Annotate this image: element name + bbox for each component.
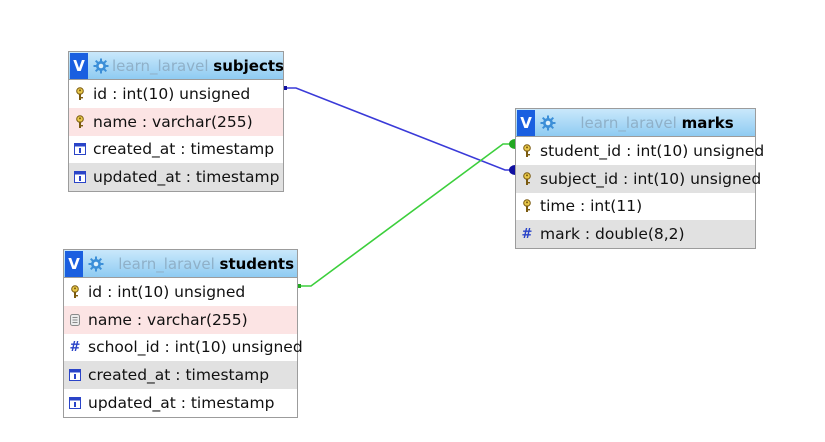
column-row[interactable]: name : varchar(255) bbox=[64, 305, 297, 334]
key-icon bbox=[68, 285, 82, 299]
column-label: id : int(10) unsigned bbox=[88, 282, 246, 301]
table-title: learn_laravel subjects bbox=[112, 57, 283, 75]
column-label: student_id : int(10) unsigned bbox=[540, 141, 765, 160]
table-name: marks bbox=[681, 113, 734, 132]
key-icon bbox=[520, 144, 534, 158]
key-icon bbox=[520, 199, 534, 213]
column-label: updated_at : timestamp bbox=[93, 168, 280, 187]
column-label: time : int(11) bbox=[540, 197, 643, 216]
column-row[interactable]: id : int(10) unsigned bbox=[69, 80, 283, 108]
column-row[interactable]: updated_at : timestamp bbox=[69, 163, 283, 192]
column-label: created_at : timestamp bbox=[88, 366, 270, 385]
column-row[interactable]: subject_id : int(10) unsigned bbox=[516, 164, 761, 193]
column-label: subject_id : int(10) unsigned bbox=[540, 169, 762, 188]
column-label: name : varchar(255) bbox=[93, 112, 253, 131]
table-title: learn_laravel students bbox=[107, 255, 297, 273]
gear-icon[interactable] bbox=[85, 253, 107, 275]
text-field-icon bbox=[68, 313, 82, 327]
database-name: learn_laravel bbox=[580, 113, 677, 132]
gear-icon[interactable] bbox=[90, 55, 112, 77]
table-title: learn_laravel marks bbox=[559, 114, 755, 132]
table-name: students bbox=[219, 254, 294, 273]
table-marks[interactable]: V learn_laravel marks student_id : int(1… bbox=[515, 108, 764, 250]
number-icon: # bbox=[521, 226, 533, 242]
key-icon bbox=[73, 114, 87, 129]
column-row[interactable]: time : int(11) bbox=[516, 192, 755, 221]
column-row[interactable]: # mark : double(8,2) bbox=[516, 220, 755, 249]
column-label: id : int(10) unsigned bbox=[93, 84, 251, 103]
table-name: subjects bbox=[213, 56, 283, 75]
collapse-toggle[interactable]: V bbox=[70, 52, 88, 79]
timestamp-icon bbox=[73, 142, 87, 156]
timestamp-icon bbox=[68, 396, 82, 410]
collapse-toggle[interactable]: V bbox=[517, 109, 535, 136]
column-label: name : varchar(255) bbox=[88, 310, 248, 329]
collapse-toggle[interactable]: V bbox=[65, 250, 83, 277]
column-label: mark : double(8,2) bbox=[540, 225, 685, 244]
table-header-students[interactable]: V learn_laravel students bbox=[64, 250, 297, 278]
relation-line-students-marks[interactable] bbox=[300, 143, 515, 287]
table-header-marks[interactable]: V learn_laravel marks bbox=[516, 109, 755, 137]
column-label: school_id : int(10) unsigned bbox=[88, 338, 303, 357]
column-row[interactable]: created_at : timestamp bbox=[64, 361, 297, 390]
table-students[interactable]: V learn_laravel students id : int(10) un… bbox=[63, 249, 303, 418]
number-icon: # bbox=[69, 339, 81, 355]
table-header-subjects[interactable]: V learn_laravel subjects bbox=[69, 52, 283, 80]
column-row[interactable]: id : int(10) unsigned bbox=[64, 278, 297, 306]
timestamp-icon bbox=[68, 368, 82, 382]
column-label: updated_at : timestamp bbox=[88, 394, 275, 413]
column-row[interactable]: name : varchar(255) bbox=[69, 107, 283, 136]
column-row[interactable]: created_at : timestamp bbox=[69, 135, 283, 164]
column-row[interactable]: updated_at : timestamp bbox=[64, 389, 297, 417]
table-subjects[interactable]: V learn_laravel subjects id : int(10) un… bbox=[68, 51, 284, 193]
relation-line-subjects-marks[interactable] bbox=[286, 87, 515, 171]
key-icon bbox=[520, 171, 534, 186]
key-icon bbox=[73, 87, 87, 101]
database-name: learn_laravel bbox=[118, 254, 215, 273]
database-name: learn_laravel bbox=[112, 56, 209, 75]
column-row[interactable]: student_id : int(10) unsigned bbox=[516, 137, 764, 165]
column-label: created_at : timestamp bbox=[93, 140, 275, 159]
gear-icon[interactable] bbox=[537, 112, 559, 134]
timestamp-icon bbox=[73, 170, 87, 184]
column-row[interactable]: # school_id : int(10) unsigned bbox=[64, 333, 303, 362]
